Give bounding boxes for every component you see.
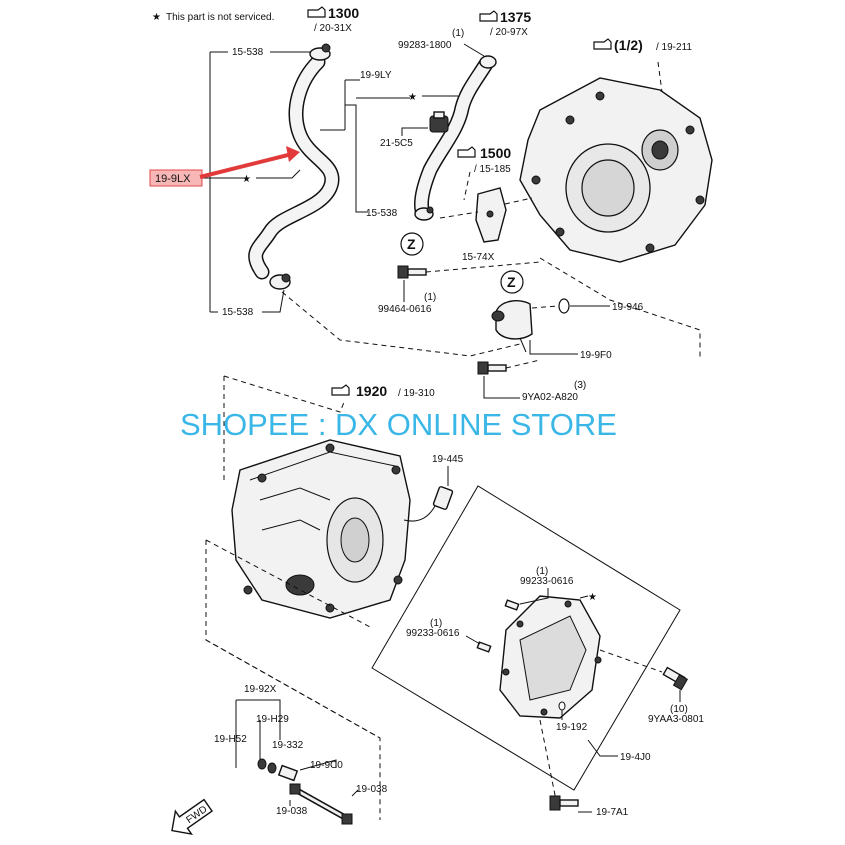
label-15-74x: 15-74X [462,252,495,263]
label-19-9f0: 19-9F0 [580,350,612,361]
label-9yaa3: 9YAA3-0801 [648,714,704,725]
label-15-538-top: 15-538 [232,47,264,58]
plug-21-5c5[interactable] [429,111,449,133]
bracket-15-74x[interactable] [475,187,507,243]
bolt-9yaa3[interactable] [662,666,689,691]
qty-99283: (1) [452,28,464,39]
star-19-4j0: ★ [588,592,597,603]
ref-1300[interactable]: 1300 / 20-31X [307,5,359,34]
z-marker-2: Z [500,270,524,294]
label-19-h52: 19-H52 [214,734,247,745]
qty-99233-upper: (1) [536,566,548,577]
ref-1920-num: 1920 [356,383,387,399]
clamp-15-538-top[interactable] [309,43,331,61]
label-99233-lower: 99233-0616 [406,628,460,639]
ref-1300-num: 1300 [328,5,359,21]
ref-1-2-num: (1/2) [614,37,643,53]
label-19-038-left: 19-038 [276,806,308,817]
label-19-7a1: 19-7A1 [596,807,629,818]
label-9ya02: 9YA02-A820 [522,392,578,403]
ref-1500-sub: / 15-185 [474,164,511,175]
arrow-head [286,146,300,162]
label-19-92x: 19-92X [244,684,277,695]
label-15-538-bottom: 15-538 [222,307,254,318]
o-ring-19-192[interactable] [558,701,566,711]
ref-1500[interactable]: 1500 / 15-185 [457,145,511,175]
o-ring-19-946[interactable] [558,298,570,314]
label-19-9ly: 19-9LY [360,70,392,81]
clamp-15-538-bottom[interactable] [269,273,291,290]
svg-text:Z: Z [407,236,416,252]
ref-1375-sub: / 20-97X [490,27,528,38]
side-cover-19-4j0[interactable] [499,595,602,719]
qty-99464: (1) [424,292,436,303]
ref-1300-sub: / 20-31X [314,23,352,34]
hand-icon [593,38,612,50]
bolt-19-7a1[interactable] [549,795,579,811]
note-star: ★ [152,12,161,23]
label-21-5c5: 21-5C5 [380,138,413,149]
label-99464: 99464-0616 [378,304,432,315]
qty-9ya02: (3) [574,380,586,391]
panel-19-4j0-frame [371,485,681,791]
hand-icon [307,6,326,18]
label-19-9lx: 19-9LX [155,173,191,185]
highlight-19-9lx[interactable]: 19-9LX [149,169,203,187]
ref-1920[interactable]: 1920 / 19-310 [331,383,435,399]
hand-icon [331,384,350,396]
label-19-4j0: 19-4J0 [620,752,651,763]
ref-1375-num: 1375 [500,9,531,25]
clamp-99283[interactable] [479,55,497,69]
transaxle-case-upper[interactable] [519,77,713,263]
pin-99233-lower[interactable] [476,641,492,653]
bolt-99464[interactable] [397,265,427,279]
hand-icon [479,10,498,22]
label-15-538-mid: 15-538 [366,208,398,219]
label-19-038-right: 19-038 [356,784,388,795]
note-text: This part is not serviced. [166,12,274,23]
highlight-arrow [199,151,297,179]
clamp-15-538-mid[interactable] [414,206,434,221]
fitting-19-332[interactable] [277,764,299,782]
qty-99233-lower: (1) [430,618,442,629]
watermark: SHOPEE : DX ONLINE STORE [180,407,617,442]
label-19-332: 19-332 [272,740,304,751]
z-marker-1: Z [400,232,424,256]
label-19-192: 19-192 [556,722,588,733]
forward-arrow-icon: FWD [171,798,214,836]
ref-1-2[interactable]: (1/2) / 19-211 [593,37,692,53]
oil-cooler-19-9f0[interactable] [491,300,533,353]
ref-1-2-sub: / 19-211 [656,42,692,53]
label-19-946: 19-946 [612,302,644,313]
star-19-9lx: ★ [242,174,251,185]
star-19-9ly: ★ [408,92,417,103]
pin-99233-upper[interactable] [504,599,520,611]
label-99233-upper: 99233-0616 [520,576,574,587]
sensor-19-445[interactable] [403,486,454,522]
label-19-445: 19-445 [432,454,464,465]
ref-1920-sub: / 19-310 [398,388,435,399]
label-19-h29: 19-H29 [256,714,289,725]
pipe-19-9c0[interactable] [289,783,353,825]
label-99283: 99283-1800 [398,40,452,51]
svg-text:Z: Z [507,274,516,290]
transaxle-case-lower[interactable] [231,439,411,619]
ref-1500-num: 1500 [480,145,511,161]
bolt-9ya02[interactable] [477,361,507,375]
ref-1375[interactable]: 1375 / 20-97X [479,9,531,38]
washer-19-h52[interactable] [257,758,277,774]
label-19-9c0: 19-9C0 [310,760,343,771]
qty-9yaa3: (10) [670,704,688,715]
hand-icon [457,146,476,158]
